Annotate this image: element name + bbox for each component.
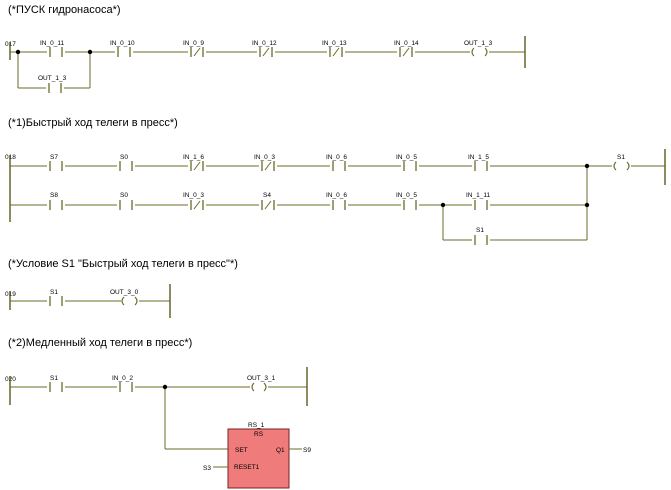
contact-s7[interactable]: S7 [47, 154, 65, 171]
contact-in-0-13[interactable]: IN_0_13 [322, 40, 347, 57]
contact-s1[interactable]: S1 [47, 289, 65, 306]
contact-label: IN_0_9 [183, 40, 204, 47]
contact-in-0-14[interactable]: IN_0_14 [394, 40, 419, 57]
rung-020[interactable]: 020 S1 IN_0_2 OUT_3_1 RS_1 RS SET [5, 367, 311, 489]
contact-label: S1 [50, 289, 58, 296]
coil-s1[interactable]: S1 [613, 154, 630, 171]
contact-s4[interactable]: S4 [259, 192, 277, 210]
contact-label: S7 [50, 154, 58, 161]
comment-fast-travel: (*1)Быстрый ход телеги в пресс*) [8, 117, 178, 129]
contact-label: IN_0_6 [326, 192, 347, 199]
junction-dot [15, 49, 21, 55]
block-instance-name: RS_1 [248, 422, 265, 429]
block-output-q1: Q1 [276, 447, 285, 454]
contact-label: IN_0_14 [394, 40, 419, 47]
coil-label: OUT_1_3 [464, 40, 493, 47]
contact-label: IN_0_10 [110, 40, 135, 47]
contact-in-0-10[interactable]: IN_0_10 [110, 40, 135, 57]
contact-s0-row2[interactable]: S0 [117, 192, 135, 210]
contact-in-0-6[interactable]: IN_0_6 [326, 154, 348, 171]
contact-branch-s1[interactable]: S1 [472, 227, 490, 245]
block-input-set: SET [235, 447, 248, 454]
contact-label: IN_0_5 [396, 154, 417, 161]
comment-s1-condition: (*Условие S1 "Быстрый ход телеги в пресс… [8, 258, 238, 270]
contact-label: S0 [120, 154, 128, 161]
contact-label: IN_1_11 [466, 192, 490, 199]
coil-label: OUT_3_1 [247, 375, 276, 382]
coil-out-3-0[interactable]: OUT_3_0 [110, 289, 139, 306]
coil-label: S1 [617, 154, 625, 161]
contact-label: S1 [476, 227, 484, 234]
contact-s0[interactable]: S0 [117, 154, 135, 171]
contact-label: IN_0_3 [254, 154, 275, 161]
rung-017[interactable]: 017 IN_0_11 IN_0_10 IN_0_9 [5, 36, 526, 93]
contact-label: S8 [50, 192, 58, 199]
junction-dot [162, 384, 168, 390]
comment-slow-travel: (*2)Медленный ход телеги в пресс*) [8, 337, 192, 349]
contact-label: IN_0_12 [252, 40, 277, 47]
contact-s1-020[interactable]: S1 [47, 375, 65, 392]
contact-in-0-5[interactable]: IN_0_5 [396, 154, 419, 171]
contact-in-0-3[interactable]: IN_0_3 [254, 154, 277, 171]
contact-branch-out-1-3[interactable]: OUT_1_3 [38, 75, 67, 93]
contact-label: OUT_1_3 [38, 75, 67, 82]
coil-out-3-1[interactable]: OUT_3_1 [247, 375, 276, 392]
contact-in-0-5-row2[interactable]: IN_0_5 [396, 192, 419, 210]
comment-pump-start: (*ПУСК гидронасоса*) [8, 4, 121, 16]
contact-label: IN_0_2 [112, 375, 133, 382]
junction-dot [584, 202, 590, 208]
contact-in-0-12[interactable]: IN_0_12 [252, 40, 277, 57]
junction-dot [87, 49, 93, 55]
block-output-variable: S9 [303, 447, 311, 454]
junction-dot [440, 202, 446, 208]
coil-label: OUT_3_0 [110, 289, 139, 296]
contact-in-0-3-row2[interactable]: IN_0_3 [183, 192, 206, 210]
block-reset-variable: S3 [203, 465, 211, 472]
block-body[interactable] [227, 428, 290, 489]
contact-in-1-11[interactable]: IN_1_11 [466, 192, 490, 210]
contact-s8[interactable]: S8 [47, 192, 65, 210]
block-type: RS [254, 431, 264, 438]
rung-018[interactable]: 018 S7 S0 IN_1_6 [5, 149, 666, 245]
contact-in-0-2[interactable]: IN_0_2 [112, 375, 135, 392]
junction-dot [584, 163, 590, 169]
rs-function-block[interactable]: RS_1 RS SET RESET1 Q1 S9 S3 [203, 422, 311, 489]
coil-out-1-3[interactable]: OUT_1_3 [464, 40, 493, 57]
contact-label: IN_0_5 [396, 192, 417, 199]
contact-in-0-9[interactable]: IN_0_9 [183, 40, 206, 57]
contact-in-1-6[interactable]: IN_1_6 [183, 154, 206, 171]
contact-label: IN_0_3 [183, 192, 204, 199]
contact-label: S4 [263, 192, 271, 199]
contact-in-0-11[interactable]: IN_0_11 [40, 40, 65, 57]
contact-label: IN_1_5 [468, 154, 489, 161]
contact-label: IN_1_6 [183, 154, 204, 161]
contact-in-1-5[interactable]: IN_1_5 [468, 154, 490, 171]
contact-in-0-6-row2[interactable]: IN_0_6 [326, 192, 348, 210]
contact-label: S0 [120, 192, 128, 199]
contact-label: IN_0_13 [322, 40, 347, 47]
block-input-reset: RESET1 [234, 464, 260, 471]
rung-019[interactable]: 019 S1 OUT_3_0 [5, 284, 171, 318]
contact-label: IN_0_6 [326, 154, 347, 161]
contact-label: S1 [50, 375, 58, 382]
contact-label: IN_0_11 [40, 40, 64, 47]
